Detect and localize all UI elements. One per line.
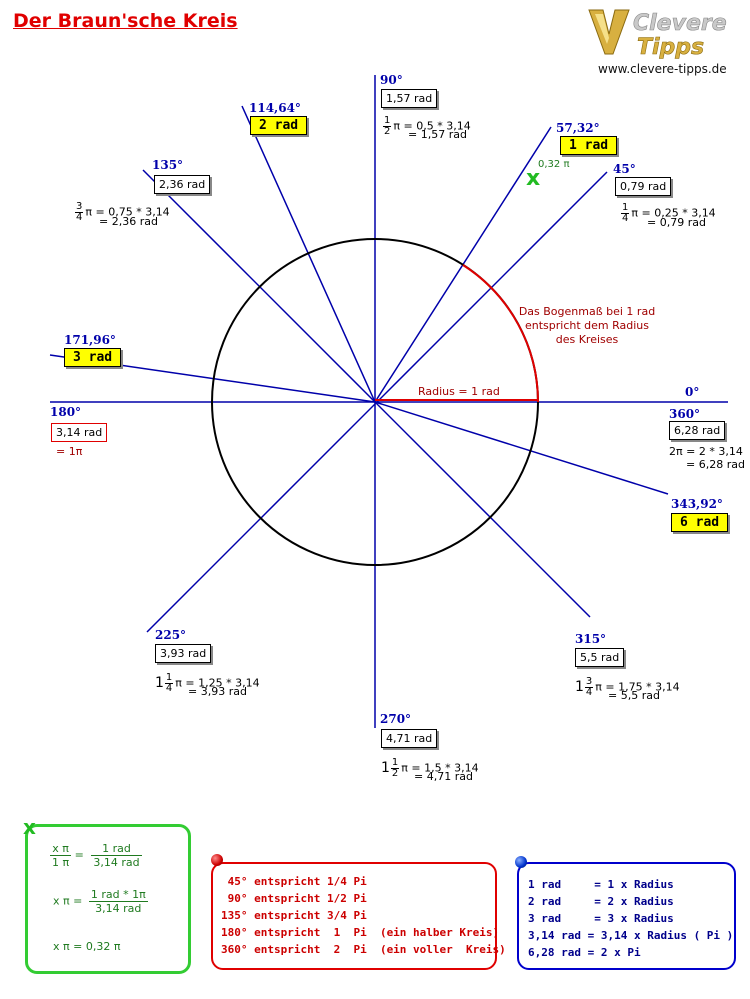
radius-label: Radius = 1 rad — [418, 385, 500, 398]
label-1rad: 1 rad — [560, 136, 618, 155]
deg-6rad: 343,92° — [671, 497, 723, 511]
result-45: = 0,79 rad — [647, 216, 706, 229]
rad-radius-line: 6,28 rad = 2 x Pi — [528, 946, 641, 959]
result-225: = 3,93 rad — [188, 685, 247, 698]
label-0-32-pi: 0,32 π — [538, 159, 570, 170]
line-135-315 — [142, 169, 591, 618]
result-315: = 5,5 rad — [608, 689, 660, 702]
result-135: = 2,36 rad — [99, 215, 158, 228]
rad-box-360: 6,28 rad — [669, 421, 726, 440]
rad-radius-line: 3,14 rad = 3,14 x Radius ( Pi ) — [528, 929, 734, 942]
result-360: = 6,28 rad — [686, 458, 745, 471]
deg-360: 360° — [669, 407, 701, 421]
logo-url[interactable]: www.clevere-tipps.de — [598, 62, 727, 76]
green-formula-3: x π = 0,32 π — [53, 940, 121, 953]
deg-0: 0° — [685, 385, 700, 399]
result-90: = 1,57 rad — [408, 128, 467, 141]
deg-315: 315° — [575, 632, 607, 646]
deg-45: 45° — [613, 162, 636, 176]
rad-radius-line: 2 rad = 2 x Radius — [528, 895, 674, 908]
label-3rad: 3 rad — [64, 348, 122, 367]
degree-pi-box — [211, 862, 497, 970]
label-6rad: 6 rad — [671, 513, 729, 532]
rad-box-180: 3,14 rad — [51, 423, 108, 442]
rad-box-90: 1,57 rad — [381, 89, 438, 108]
degree-pi-list: 45° entspricht 1/4 Pi 90° entspricht 1/2… — [221, 873, 506, 958]
deg-90: 90° — [380, 73, 403, 87]
x-marker: x — [526, 166, 541, 191]
deg-225: 225° — [155, 628, 187, 642]
deg-1rad: 57,32° — [556, 121, 600, 135]
rad-box-315: 5,5 rad — [575, 648, 625, 667]
deg-3rad: 171,96° — [64, 333, 116, 347]
page-title: Der Braun'sche Kreis — [13, 10, 238, 32]
formula-360: 2π = 2 * 3,14 — [669, 445, 743, 458]
logo-line1: Clevere — [633, 11, 727, 36]
line-6rad — [374, 401, 669, 495]
blue-bullet-icon — [515, 856, 527, 868]
arc-1rad — [462, 264, 539, 403]
rad-box-225: 3,93 rad — [155, 644, 212, 663]
logo-line2: Tipps — [637, 35, 704, 60]
deg-2rad: 114,64° — [249, 101, 301, 115]
degree-pi-line: 90° entspricht 1/2 Pi — [221, 892, 367, 905]
rad-box-270: 4,71 rad — [381, 729, 438, 748]
deg-270: 270° — [380, 712, 412, 726]
green-derivation-box — [25, 824, 191, 974]
rad-box-135: 2,36 rad — [154, 175, 211, 194]
degree-pi-line: 135° entspricht 3/4 Pi — [221, 909, 367, 922]
label-2rad: 2 rad — [250, 116, 308, 135]
degree-pi-line: 180° entspricht 1 Pi (ein halber Kreis) — [221, 926, 500, 939]
result-270: = 4,71 rad — [414, 770, 473, 783]
deg-180: 180° — [50, 405, 82, 419]
rad-radius-list: 1 rad = 1 x Radius 2 rad = 2 x Radius 3 ra… — [528, 876, 733, 961]
rad-radius-line: 3 rad = 3 x Radius — [528, 912, 674, 925]
deg-135: 135° — [152, 158, 184, 172]
red-bullet-icon — [211, 854, 223, 866]
degree-pi-line: 45° entspricht 1/4 Pi — [221, 875, 367, 888]
rad-box-45: 0,79 rad — [615, 177, 672, 196]
result-180: = 1π — [56, 445, 83, 458]
rad-radius-line: 1 rad = 1 x Radius — [528, 878, 674, 891]
logo-icon: Clevere Tipps — [588, 9, 727, 60]
green-x-icon: x — [23, 815, 36, 839]
rad-radius-box — [517, 862, 736, 970]
degree-pi-line: 360° entspricht 2 Pi (ein voller Kreis) — [221, 943, 506, 956]
